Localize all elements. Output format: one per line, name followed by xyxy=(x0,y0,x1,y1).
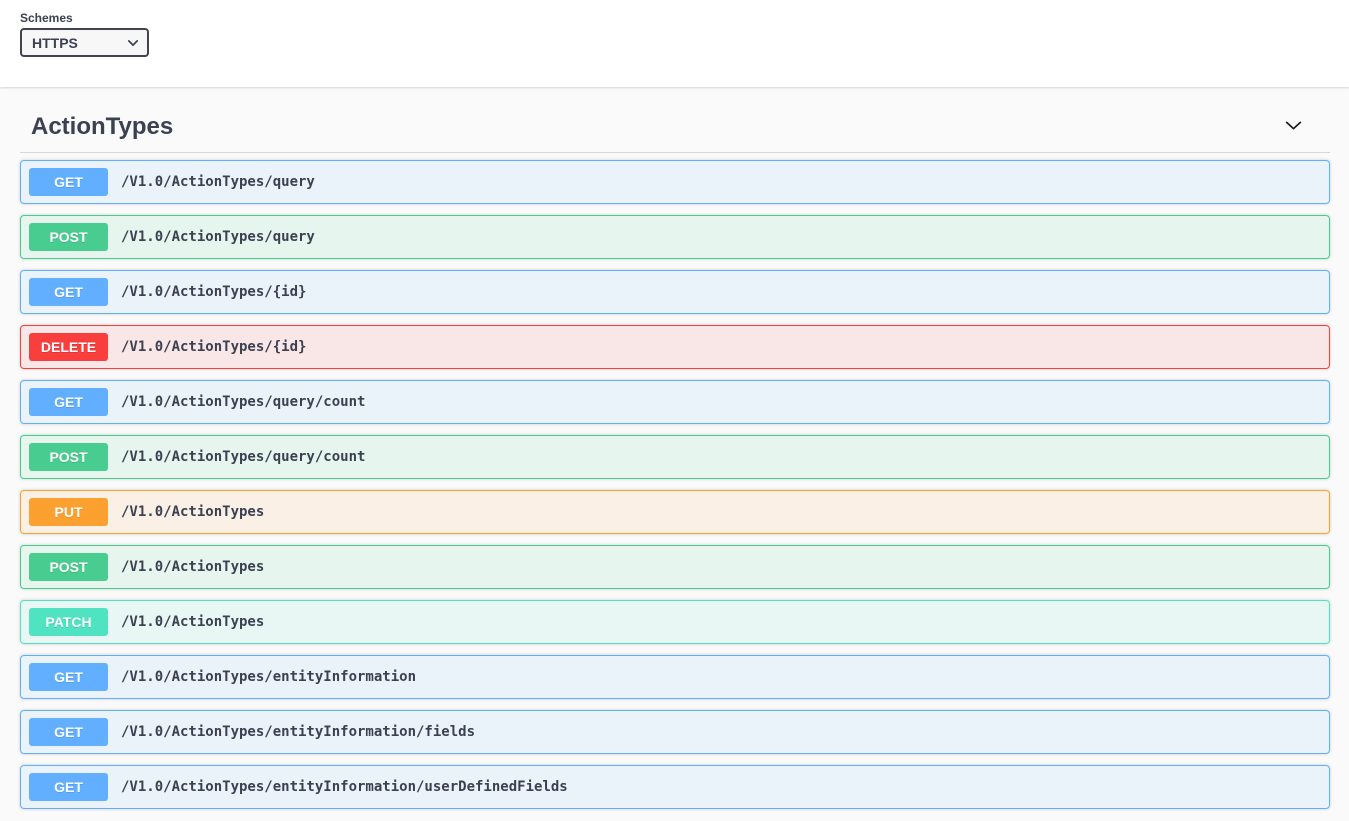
operation-list: GET /V1.0/ActionTypes/query POST /V1.0/A… xyxy=(20,160,1330,809)
endpoint-path: /V1.0/ActionTypes/query/count xyxy=(121,449,365,465)
collapse-section-button[interactable] xyxy=(1283,115,1304,139)
endpoint-path: /V1.0/ActionTypes/query/count xyxy=(121,394,365,410)
operation-row[interactable]: PUT /V1.0/ActionTypes xyxy=(20,490,1330,534)
schemes-label: Schemes xyxy=(20,11,1329,25)
operation-row[interactable]: GET /V1.0/ActionTypes/{id} xyxy=(20,270,1330,314)
method-badge: GET xyxy=(29,718,108,746)
operation-row[interactable]: POST /V1.0/ActionTypes/query xyxy=(20,215,1330,259)
operation-row[interactable]: GET /V1.0/ActionTypes/entityInformation xyxy=(20,655,1330,699)
method-badge: GET xyxy=(29,773,108,801)
endpoint-path: /V1.0/ActionTypes xyxy=(121,614,264,630)
method-badge: PUT xyxy=(29,498,108,526)
tag-title: ActionTypes xyxy=(31,113,173,141)
api-section: ActionTypes GET /V1.0/ActionTypes/query … xyxy=(0,87,1349,809)
method-badge: GET xyxy=(29,388,108,416)
endpoint-path: /V1.0/ActionTypes/{id} xyxy=(121,339,306,355)
endpoint-path: /V1.0/ActionTypes/query xyxy=(121,229,315,245)
operation-row[interactable]: PATCH /V1.0/ActionTypes xyxy=(20,600,1330,644)
endpoint-path: /V1.0/ActionTypes/query xyxy=(121,174,315,190)
operation-row[interactable]: POST /V1.0/ActionTypes/query/count xyxy=(20,435,1330,479)
operation-row[interactable]: POST /V1.0/ActionTypes xyxy=(20,545,1330,589)
method-badge: GET xyxy=(29,278,108,306)
endpoint-path: /V1.0/ActionTypes/entityInformation xyxy=(121,669,416,685)
method-badge: GET xyxy=(29,168,108,196)
method-badge: GET xyxy=(29,663,108,691)
endpoint-path: /V1.0/ActionTypes/{id} xyxy=(121,284,306,300)
method-badge: POST xyxy=(29,553,108,581)
operation-row[interactable]: GET /V1.0/ActionTypes/query xyxy=(20,160,1330,204)
endpoint-path: /V1.0/ActionTypes xyxy=(121,504,264,520)
operation-row[interactable]: GET /V1.0/ActionTypes/query/count xyxy=(20,380,1330,424)
operation-row[interactable]: GET /V1.0/ActionTypes/entityInformation/… xyxy=(20,710,1330,754)
method-badge: POST xyxy=(29,443,108,471)
endpoint-path: /V1.0/ActionTypes/entityInformation/fiel… xyxy=(121,724,475,740)
chevron-down-icon xyxy=(1283,115,1304,139)
operation-row[interactable]: GET /V1.0/ActionTypes/entityInformation/… xyxy=(20,765,1330,809)
method-badge: PATCH xyxy=(29,608,108,636)
scheme-container: Schemes HTTPS xyxy=(0,0,1349,87)
endpoint-path: /V1.0/ActionTypes xyxy=(121,559,264,575)
schemes-select[interactable]: HTTPS xyxy=(20,28,149,57)
tag-header-actiontypes[interactable]: ActionTypes xyxy=(20,101,1330,153)
endpoint-path: /V1.0/ActionTypes/entityInformation/user… xyxy=(121,779,568,795)
schemes-select-wrap: HTTPS xyxy=(20,28,149,57)
method-badge: POST xyxy=(29,223,108,251)
method-badge: DELETE xyxy=(29,333,108,361)
operation-row[interactable]: DELETE /V1.0/ActionTypes/{id} xyxy=(20,325,1330,369)
